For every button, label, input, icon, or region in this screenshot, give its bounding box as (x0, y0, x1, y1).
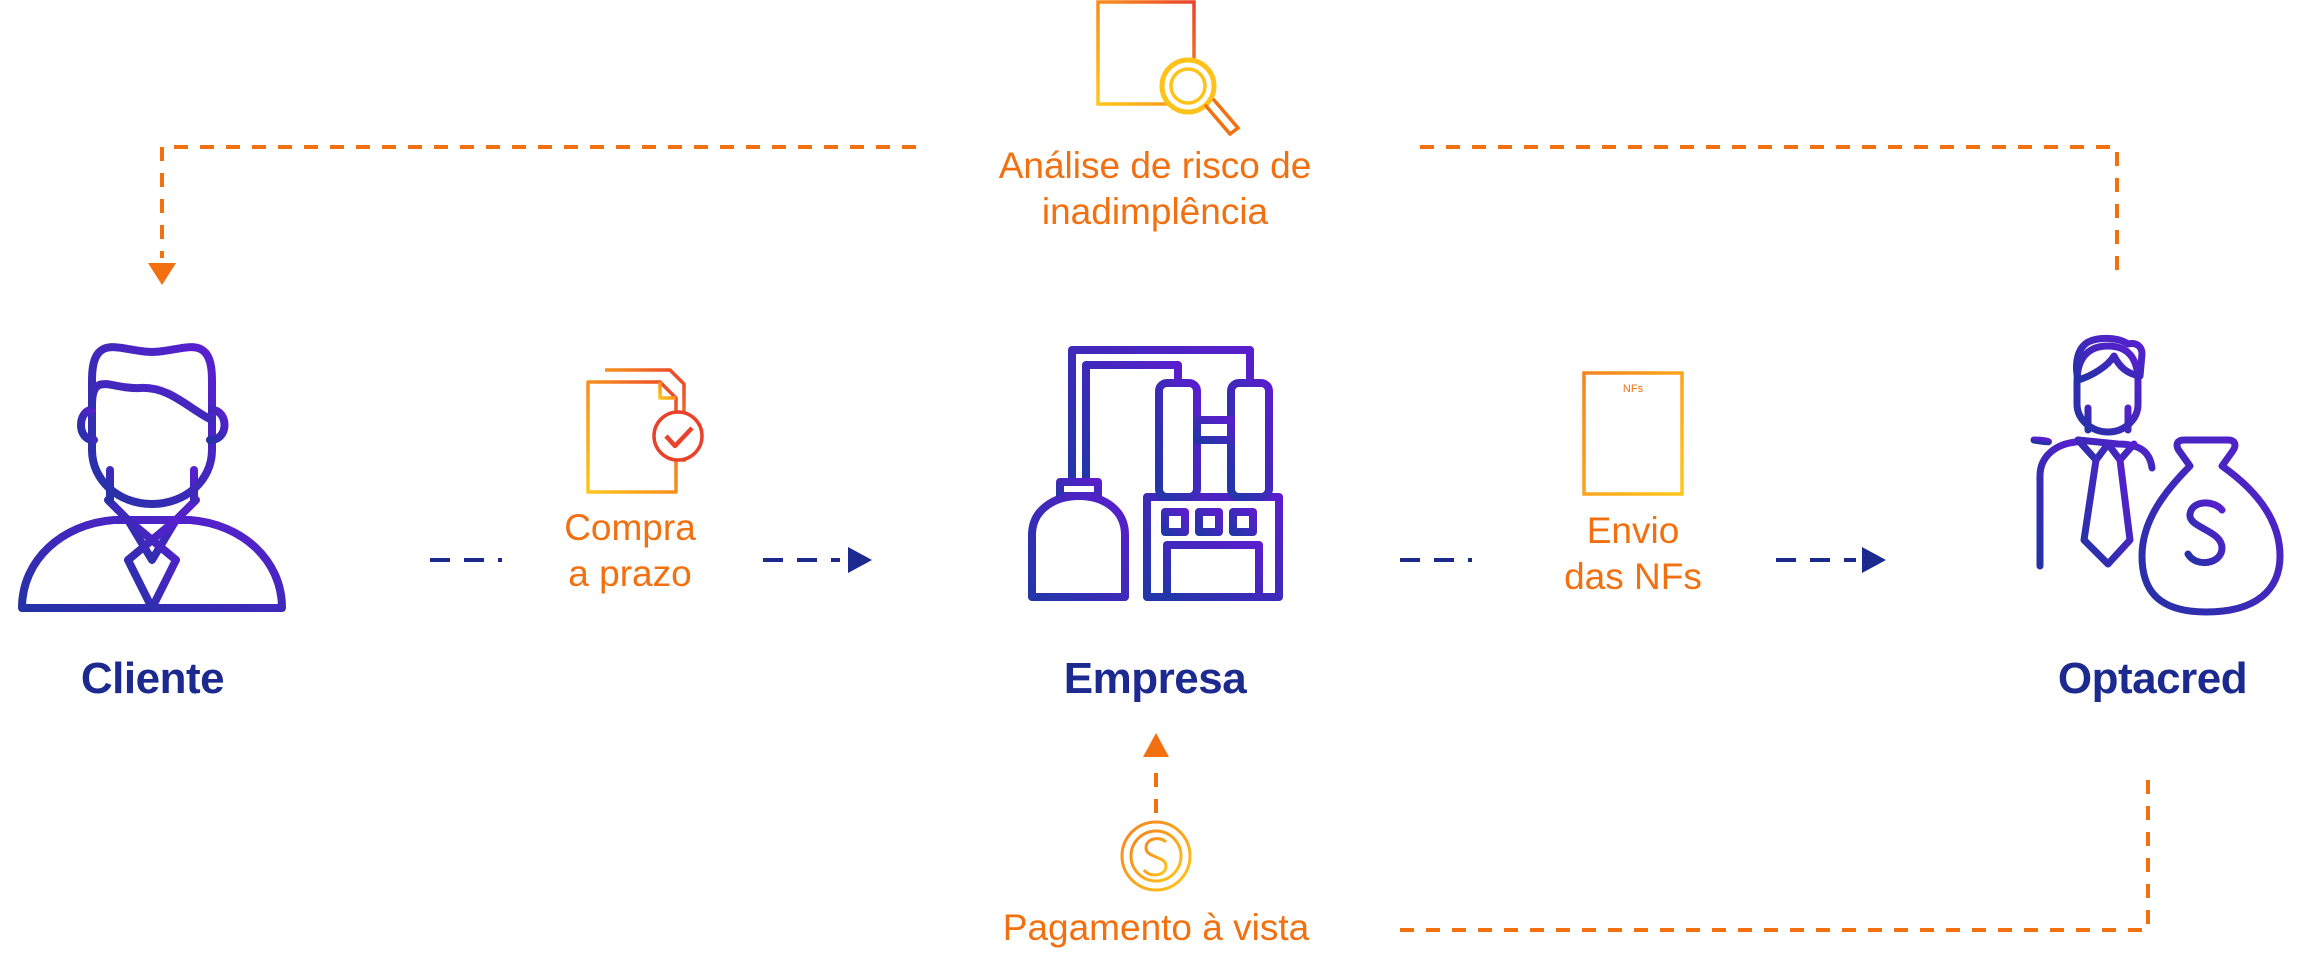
node-label-cliente: Cliente (80, 654, 225, 703)
step-label-analise-line2: inadimplência (1041, 191, 1269, 232)
arrowhead-to-empresa (848, 547, 872, 573)
arrowhead-to-optacred (1862, 547, 1886, 573)
invoice-document-icon (1582, 371, 1684, 496)
connector-pagamento-loop (1154, 762, 2150, 932)
factory-icon (1028, 346, 1283, 601)
node-label-optacred: Optacred (2057, 654, 2248, 703)
step-label-envio-line1: Envio (1586, 510, 1680, 551)
businessman-money-bag-icon (2029, 334, 2284, 616)
node-label-empresa: Empresa (1063, 654, 1247, 703)
person-icon (18, 343, 286, 612)
step-label-pagamento: Pagamento à vista (1002, 907, 1310, 948)
step-label-compra-line2: a prazo (568, 553, 692, 594)
arrowhead-to-cliente (148, 263, 176, 285)
step-label-compra-line1: Compra (564, 507, 696, 548)
step-label-analise: Análise de risco de inadimplência (950, 143, 1360, 235)
connector-analise-loop (160, 145, 2119, 270)
document-check-icon (586, 368, 704, 494)
arrowhead-to-empresa-up (1143, 733, 1169, 757)
document-search-icon (1096, 0, 1241, 137)
step-label-envio: Envio das NFs (1520, 508, 1746, 600)
step-label-envio-line2: das NFs (1564, 556, 1702, 597)
invoice-doc-label: NFs (1623, 383, 1644, 395)
dollar-coin-icon (1120, 820, 1192, 892)
step-label-compra: Compra a prazo (520, 505, 740, 597)
step-label-analise-line1: Análise de risco de (998, 145, 1312, 186)
